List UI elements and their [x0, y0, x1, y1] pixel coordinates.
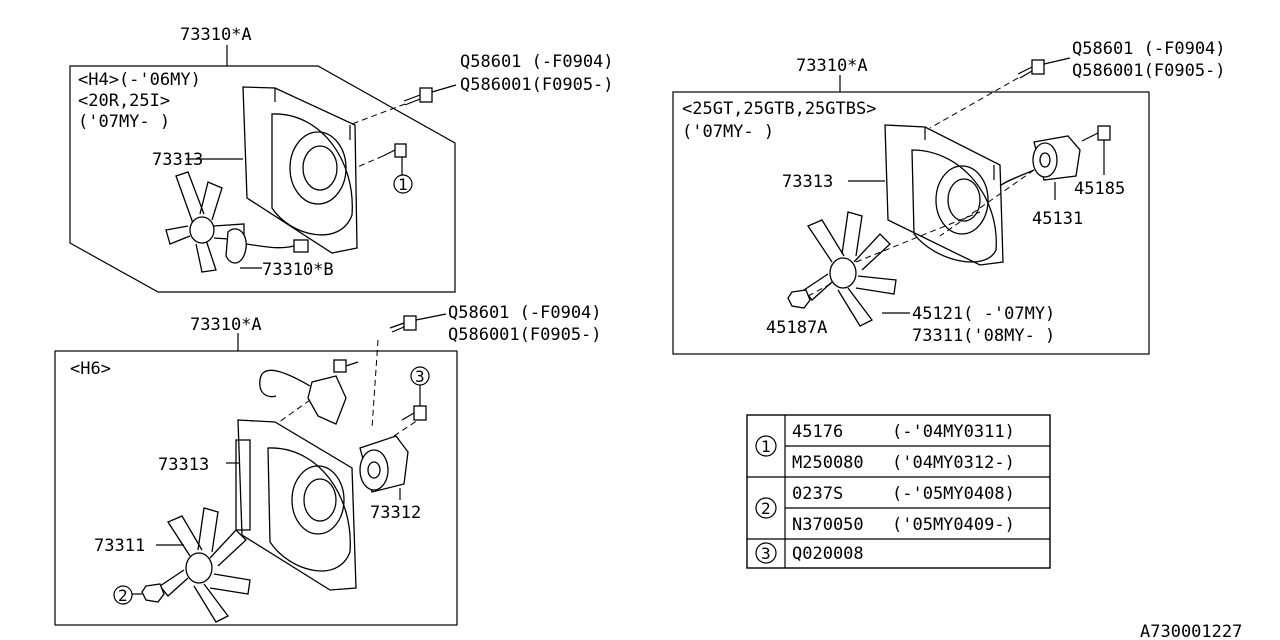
- legend-range: ('05MY0409-): [892, 515, 1015, 535]
- panel-h6-callout-3-circle: [410, 366, 430, 386]
- panel-h6-shroud-icon: [235, 419, 357, 591]
- panel-h4-callout-1: 1: [398, 175, 408, 194]
- legend-ref-3: 3: [761, 544, 771, 563]
- panel-h6: 73310*A <H6> Q58601 (-F0904) Q586001(F09…: [54, 303, 602, 626]
- panel-25gt-shroud-label: 73313: [782, 172, 833, 192]
- panel-h4-variant-line-3: ('07MY- ): [78, 112, 170, 132]
- panel-h4-motor-icon: [225, 228, 309, 264]
- panel-h6-assembly-label: 73310*A: [190, 315, 262, 335]
- legend-ref-2-circle: [755, 497, 777, 519]
- panel-25gt-shroud-icon: [884, 124, 1004, 266]
- panel-25gt-variant-line-1: <25GT,25GTB,25GTBS>: [682, 99, 876, 119]
- panel-h6-bolt-line-1: Q58601 (-F0904): [448, 303, 602, 323]
- panel-25gt-assembly-label: 73310*A: [796, 56, 868, 76]
- legend-group-3: 3 Q020008: [755, 542, 864, 564]
- panel-25gt-fan-line-2: 73311('08MY- ): [912, 326, 1055, 346]
- diagram-code: A730001227: [1140, 622, 1242, 640]
- legend-ref-2: 2: [761, 499, 771, 518]
- legend-table: 1 45176 (-'04MY0311) M250080 ('04MY0312-…: [746, 414, 1051, 569]
- panel-25gt-bolt-line-1: Q58601 (-F0904): [1072, 39, 1226, 59]
- panel-h6-nut-icon: [141, 583, 165, 603]
- panel-h4-variant-line-2: <20R,25I>: [78, 91, 170, 111]
- panel-h6-fan-label: 73311: [94, 536, 145, 556]
- panel-25gt-screw-icon: [1081, 125, 1111, 142]
- panel-25gt-frame: [672, 91, 1150, 355]
- panel-25gt-bolt-line-2: Q586001(F0905-): [1072, 61, 1226, 81]
- panel-h4-bolt-icon: [403, 87, 433, 106]
- panel-25gt-nut-icon: [787, 289, 811, 309]
- legend-part: 45176: [792, 422, 843, 442]
- panel-h6-bolt-line-2: Q586001(F0905-): [448, 325, 602, 345]
- panel-h4: 73310*A <H4>(-'06MY) <20R,25I> ('07MY- )…: [69, 25, 614, 293]
- panel-h4-shroud-label: 73313: [152, 150, 203, 170]
- legend-part: Q020008: [792, 544, 864, 564]
- legend-range: ('04MY0312-): [892, 453, 1015, 473]
- legend-part: 0237S: [792, 484, 843, 504]
- legend-ref-3-circle: [755, 542, 777, 564]
- panel-h6-motor-icon: [359, 435, 409, 493]
- panel-h4-assembly-label: 73310*A: [180, 25, 252, 45]
- panel-25gt-bolt-icon: [1017, 59, 1045, 79]
- panel-h6-callout-3: 3: [415, 367, 425, 386]
- panel-25gt-motor-label: 45131: [1032, 209, 1083, 229]
- panel-h4-screw-icon: [382, 143, 407, 158]
- panel-25gt-screw-label: 45185: [1074, 179, 1125, 199]
- panel-h6-frame: [54, 350, 458, 626]
- panel-h6-harness-icon: [259, 359, 359, 425]
- panel-h6-screw-icon: [401, 405, 427, 421]
- panel-h4-variant-line-1: <H4>(-'06MY): [78, 70, 201, 90]
- panel-h4-bolt-line-2: Q586001(F0905-): [460, 75, 614, 95]
- panel-h6-shroud-label: 73313: [158, 455, 209, 475]
- legend-range: (-'05MY0408): [892, 484, 1015, 504]
- legend-group-1: 1 45176 (-'04MY0311) M250080 ('04MY0312-…: [755, 422, 1015, 473]
- panel-h4-fan-motor-label: 73310*B: [262, 260, 334, 280]
- panel-25gt-fan-icon: [803, 211, 897, 327]
- panel-h6-motor-label: 73312: [370, 503, 421, 523]
- legend-ref-1: 1: [761, 437, 771, 456]
- legend-group-2: 2 0237S (-'05MY0408) N370050 ('05MY0409-…: [755, 484, 1015, 535]
- panel-h6-bolt-icon: [389, 315, 417, 333]
- panel-h6-fan-icon: [159, 507, 251, 623]
- panel-25gt-motor-icon: [999, 135, 1081, 187]
- legend-ref-1-circle: [755, 435, 777, 457]
- legend-range: (-'04MY0311): [892, 422, 1015, 442]
- panel-h6-variant-line-1: <H6>: [70, 359, 111, 379]
- panel-h4-shroud-icon: [242, 86, 358, 254]
- panel-h4-callout-1-circle: [393, 174, 413, 194]
- panel-25gt: 73310*A <25GT,25GTB,25GTBS> ('07MY- ) Q5…: [672, 39, 1226, 355]
- panel-h6-callout-2-circle: [113, 585, 133, 605]
- panel-h4-bolt-line-1: Q58601 (-F0904): [460, 52, 614, 72]
- panel-25gt-fan-line-1: 45121( -'07MY): [912, 304, 1055, 324]
- panel-25gt-nut-label: 45187A: [766, 318, 827, 338]
- panel-h4-frame: [69, 65, 456, 293]
- panel-h6-callout-2: 2: [118, 586, 128, 605]
- panel-25gt-variant-line-2: ('07MY- ): [682, 122, 774, 142]
- legend-part: M250080: [792, 453, 864, 473]
- legend-part: N370050: [792, 515, 864, 535]
